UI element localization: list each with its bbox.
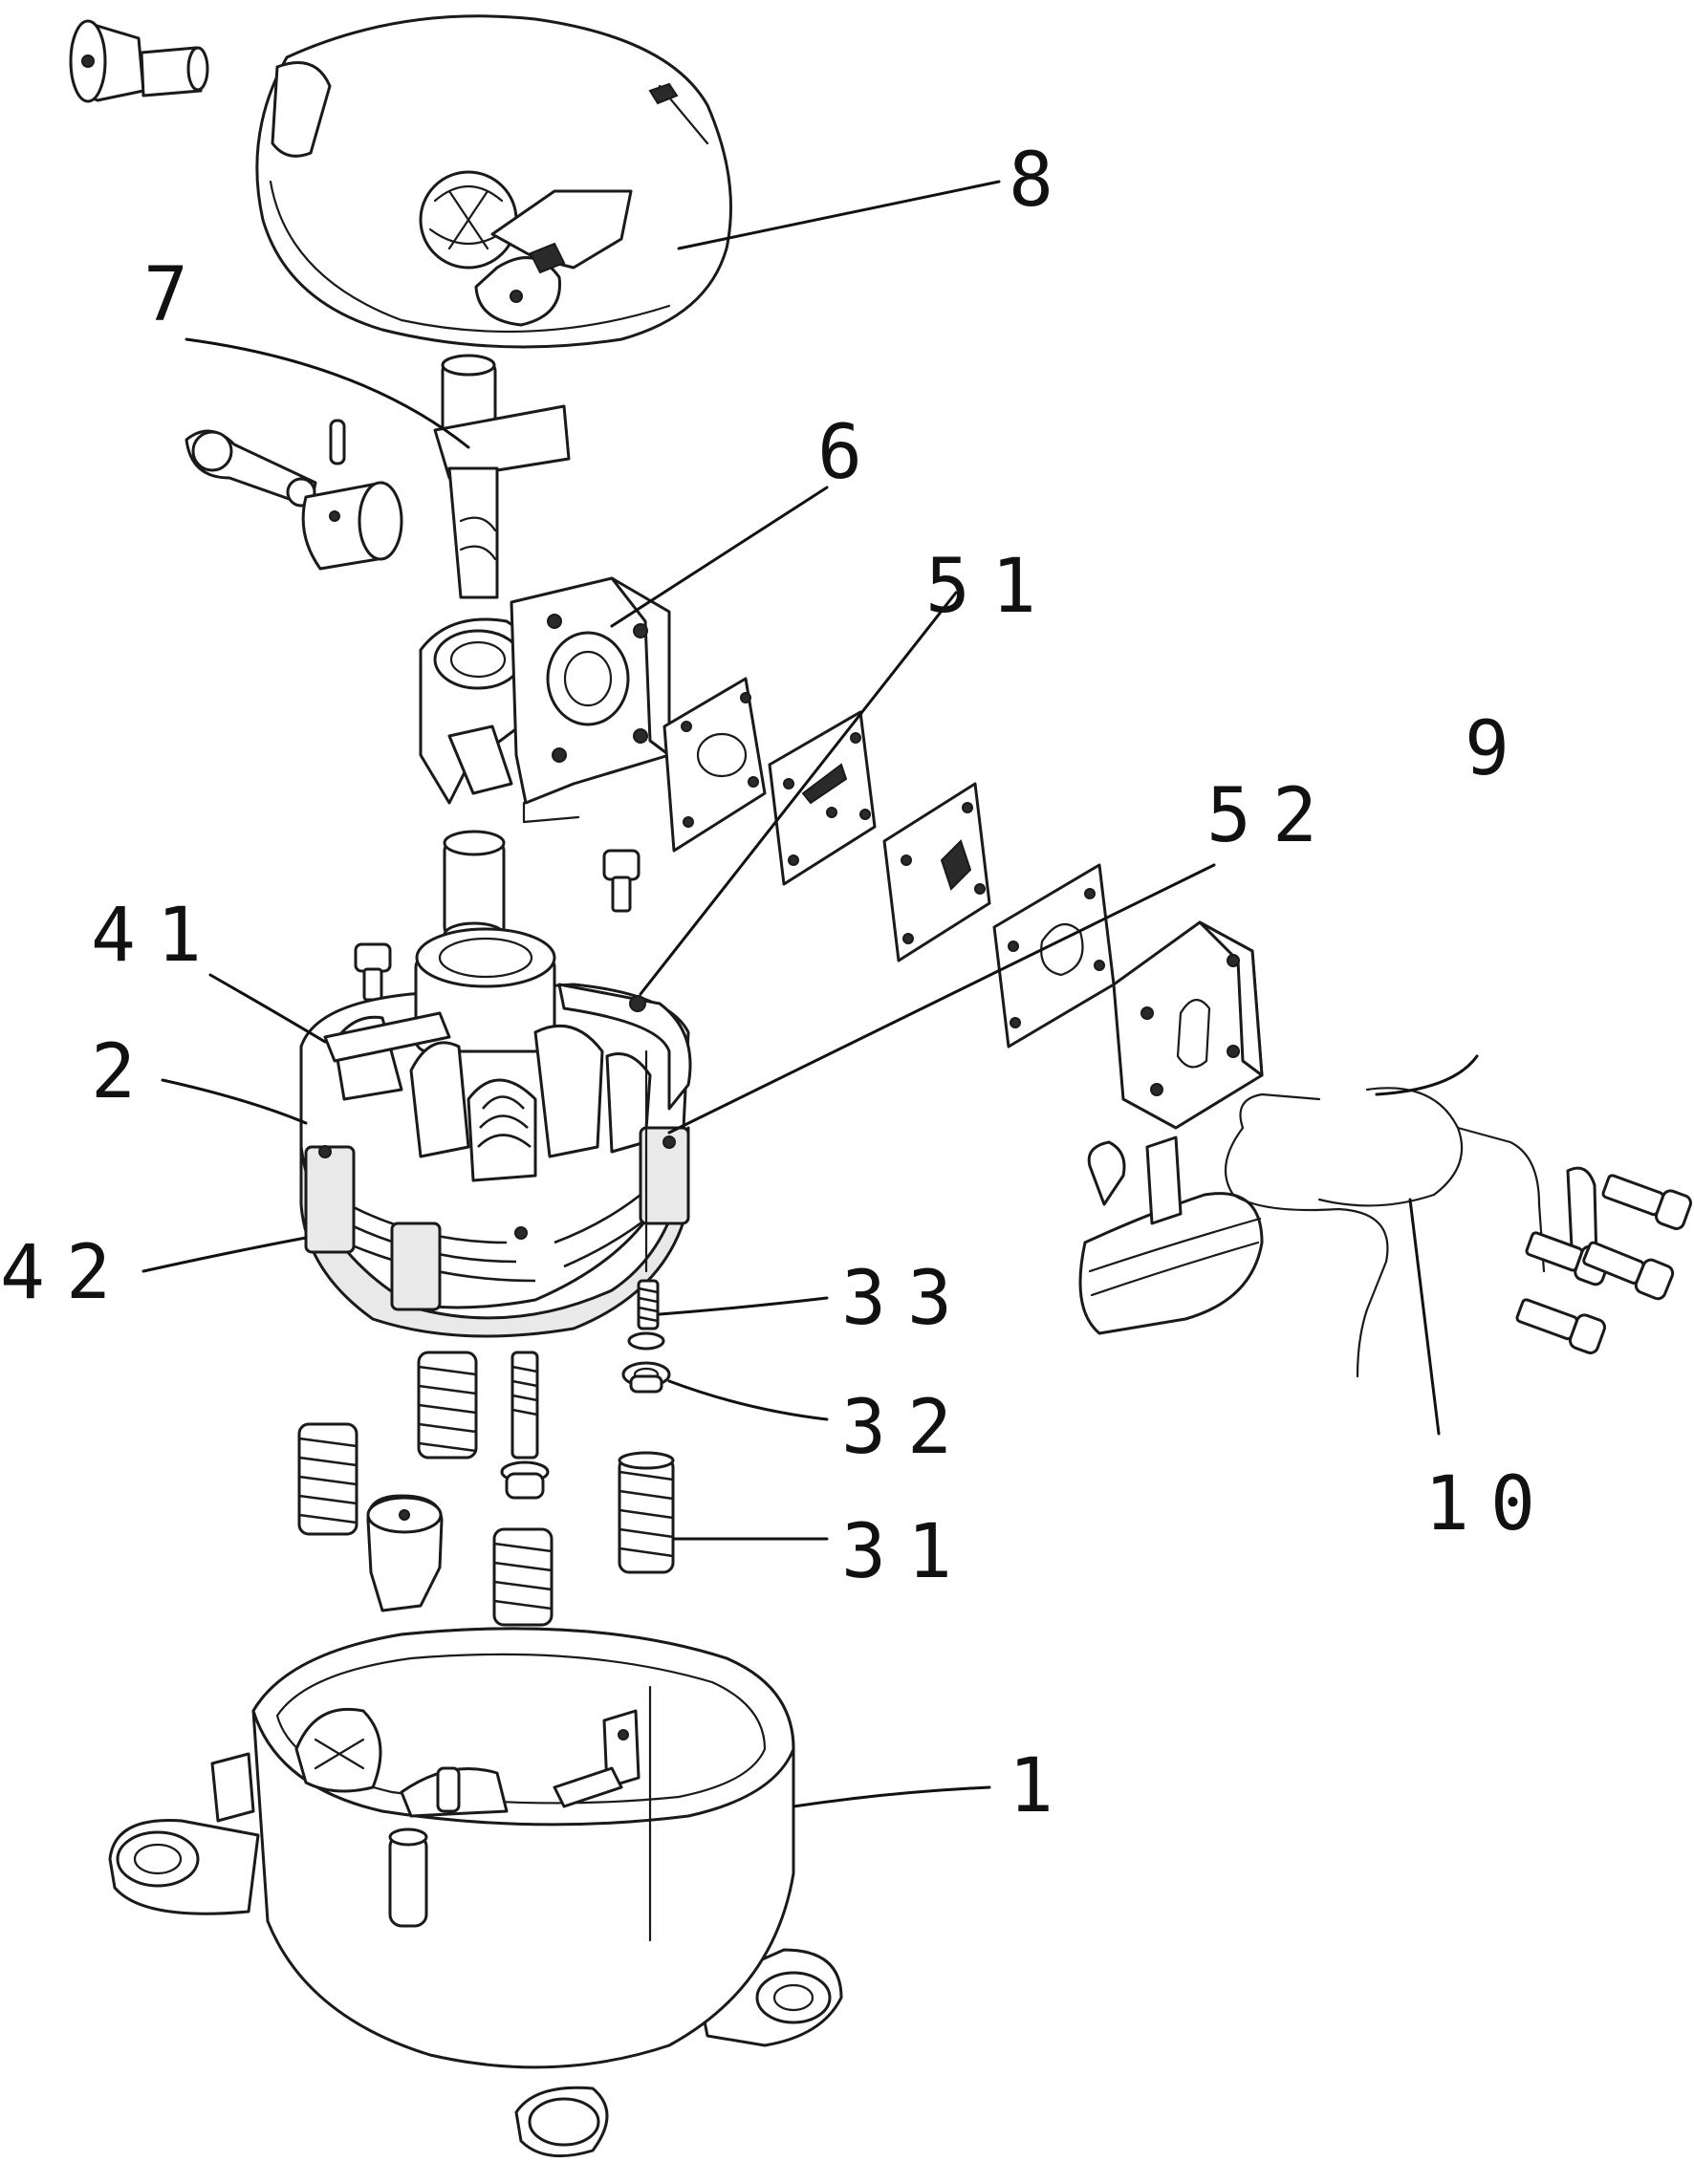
label-7: 7 <box>143 252 209 338</box>
crankshaft-part-7 <box>185 354 571 599</box>
label-32: 32 <box>841 1385 973 1471</box>
leader-1 <box>792 1785 991 1808</box>
spring-part-33 <box>637 1279 660 1330</box>
valve-gasket-1 <box>662 677 767 853</box>
springs-other <box>297 1351 554 1627</box>
bolt-center-bottom <box>500 1351 550 1500</box>
label-8: 8 <box>1009 138 1075 224</box>
label-10: 10 <box>1424 1461 1556 1547</box>
washer-part-32 <box>621 1331 671 1394</box>
discharge-muffler <box>1078 1135 1264 1335</box>
leader-33 <box>658 1296 829 1316</box>
leader-7 <box>185 337 470 449</box>
leader-41 <box>208 973 327 1044</box>
label-9: 9 <box>1465 706 1531 792</box>
pipe-part-10 <box>1224 1092 1389 1378</box>
upper-shell-part-8 <box>69 14 732 349</box>
lower-shell-part-1 <box>108 1627 843 2158</box>
leader-52 <box>667 863 1216 1135</box>
leader-32 <box>667 1379 829 1421</box>
valve-plate-part-51 <box>768 710 877 886</box>
cylinder-block-part-6 <box>419 576 671 824</box>
leader-lines <box>141 180 1479 1808</box>
label-33: 33 <box>841 1256 973 1342</box>
screws-right <box>1515 1174 1692 1354</box>
label-31: 31 <box>841 1509 973 1595</box>
spring-part-31 <box>618 1451 675 1574</box>
screw-center <box>602 849 641 913</box>
leader-2 <box>161 1078 308 1125</box>
label-42: 42 <box>0 1230 132 1316</box>
label-52: 52 <box>1206 773 1338 859</box>
valve-reed-part-52 <box>882 782 991 962</box>
leader-42 <box>141 1236 308 1273</box>
label-1: 1 <box>1009 1743 1075 1829</box>
leader-9 <box>1375 1054 1479 1096</box>
leader-10 <box>1408 1198 1441 1436</box>
screw-left <box>354 942 392 1002</box>
valve-gasket-2 <box>992 863 1116 1049</box>
leader-51 <box>639 591 958 996</box>
part-labels: 8 7 6 51 52 9 41 2 42 33 32 31 10 1 <box>0 138 1556 1829</box>
label-41: 41 <box>91 893 223 979</box>
cylinder-head <box>1112 920 1264 1130</box>
label-6: 6 <box>817 410 883 496</box>
leader-8 <box>677 180 1001 250</box>
leader-6 <box>610 486 829 628</box>
suction-cup <box>366 1494 444 1612</box>
label-2: 2 <box>91 1029 157 1115</box>
motor-stator-assembly <box>299 927 692 1338</box>
label-51: 51 <box>925 544 1057 630</box>
